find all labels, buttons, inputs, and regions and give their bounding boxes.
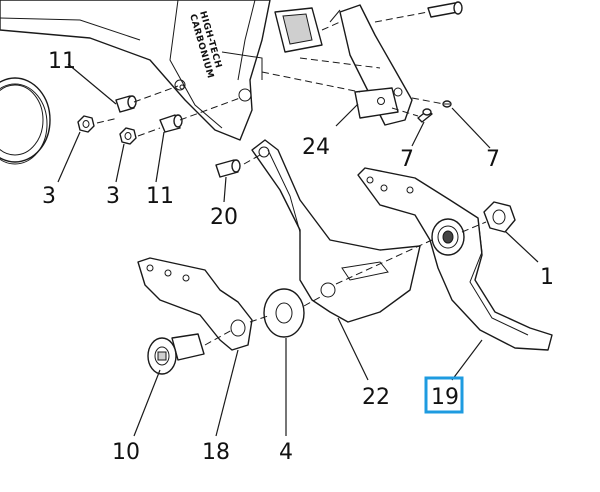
leader-lines: [57, 63, 539, 437]
callout-labels: 11 3 3 11 20 24 7 7 1 19 22 10 18 4: [42, 49, 554, 465]
callout-3b: 3: [106, 184, 120, 209]
nut-3b: [119, 127, 137, 145]
callout-11b: 11: [146, 184, 174, 209]
bushing-11a: [115, 95, 137, 113]
callout-7a: 7: [400, 147, 414, 172]
nut-1: [483, 201, 516, 233]
callout-7b: 7: [486, 147, 500, 172]
callout-4: 4: [279, 440, 293, 465]
callout-20: 20: [210, 205, 238, 230]
screw-7a: [417, 108, 433, 123]
callout-3a: 3: [42, 184, 56, 209]
callout-11a: 11: [48, 49, 76, 74]
link-plate-24: [354, 87, 399, 119]
highlight-box-19: [424, 376, 464, 414]
pin-20: [215, 159, 241, 178]
callout-22: 22: [362, 385, 390, 410]
top-screw: [427, 1, 463, 18]
nut-3a: [77, 115, 95, 133]
bolt-10: [147, 333, 205, 375]
washer-4: [263, 288, 305, 338]
lower-blade-22: [251, 139, 421, 323]
spring-ring: [0, 77, 51, 165]
assembly-axes: [96, 11, 487, 346]
callout-10: 10: [112, 440, 140, 465]
handle-body: HIGH-TECH CARBONIUM: [0, 0, 271, 141]
callout-24: 24: [302, 135, 330, 160]
plate-18: [137, 257, 253, 351]
callout-18: 18: [202, 440, 230, 465]
callout-19: 19: [431, 385, 459, 410]
screw-7b: [442, 100, 452, 108]
upper-blade-19: [357, 167, 553, 351]
callout-1: 1: [540, 265, 554, 290]
bushing-11b: [159, 114, 183, 133]
